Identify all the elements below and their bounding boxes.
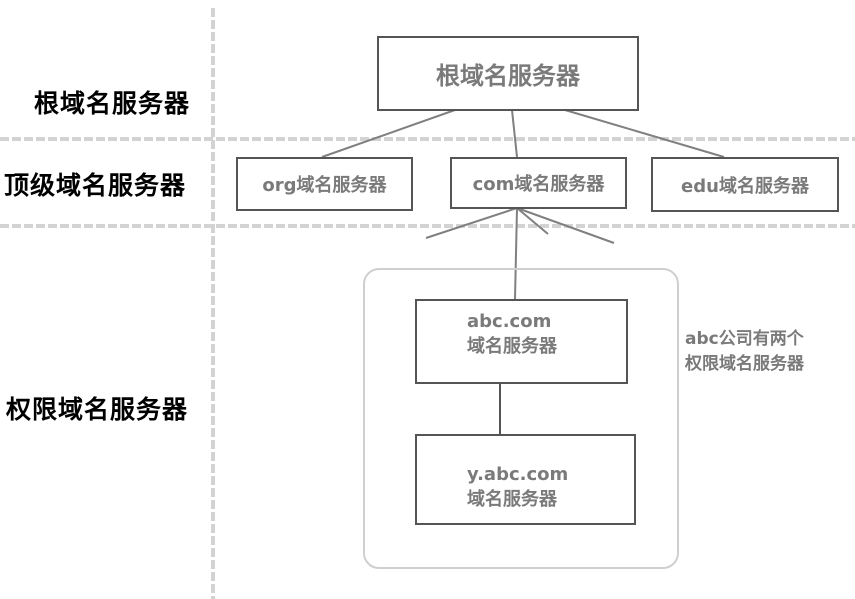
group-note-line1: abc公司有两个 xyxy=(685,329,804,349)
root-server-node: 根域名服务器 xyxy=(377,36,639,111)
com-server-label: com域名服务器 xyxy=(472,174,605,195)
arrowhead-right xyxy=(516,207,615,244)
com-server-node: com域名服务器 xyxy=(450,157,627,209)
tier-label-tld: 顶级域名服务器 xyxy=(4,171,187,200)
root-server-label: 根域名服务器 xyxy=(436,62,580,90)
connector-root-edu xyxy=(564,109,725,158)
connector-abc-to-com xyxy=(514,207,518,300)
y-abc-com-label: 域名服务器 xyxy=(467,489,557,510)
connector-root-com xyxy=(511,109,518,158)
edu-server-node: edu域名服务器 xyxy=(651,157,839,212)
group-note: abc公司有两个 权限域名服务器 xyxy=(685,327,804,377)
tier-label-authoritative: 权限域名服务器 xyxy=(6,395,189,424)
org-server-node: org域名服务器 xyxy=(236,157,413,211)
connector-root-org xyxy=(321,109,456,158)
abc-com-domain: abc.com xyxy=(467,311,552,332)
tier-label-root: 根域名服务器 xyxy=(34,89,191,118)
abc-com-label: 域名服务器 xyxy=(467,336,557,357)
arrowhead-center xyxy=(516,207,549,235)
abc-com-server-node: abc.com 域名服务器 xyxy=(415,299,628,384)
edu-server-label: edu域名服务器 xyxy=(681,175,809,197)
y-abc-com-server-node: y.abc.com 域名服务器 xyxy=(415,434,636,525)
arrowhead-left xyxy=(425,207,518,239)
group-note-line2: 权限域名服务器 xyxy=(685,354,804,374)
org-server-label: org域名服务器 xyxy=(262,175,387,196)
y-abc-com-domain: y.abc.com xyxy=(467,464,569,485)
abc-company-group xyxy=(363,268,679,569)
